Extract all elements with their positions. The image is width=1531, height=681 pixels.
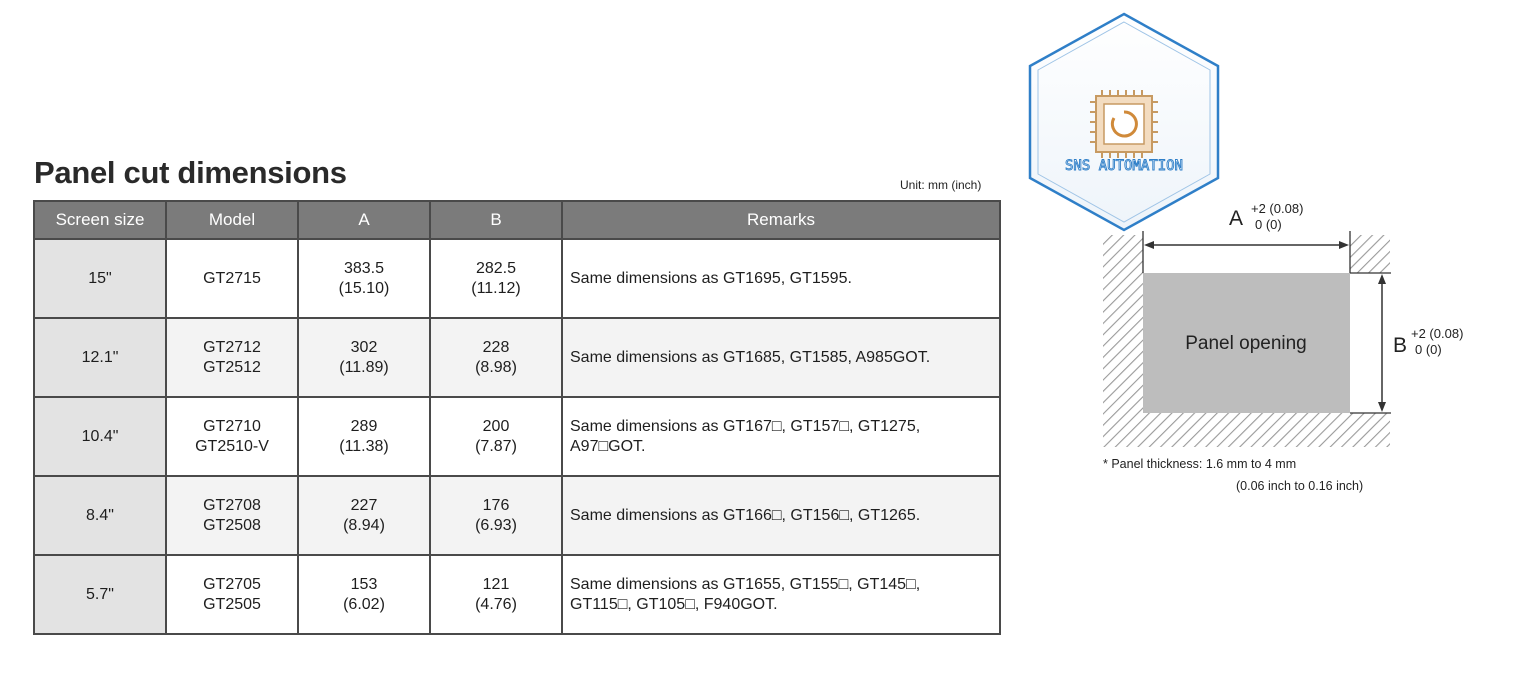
- panel-cut-table: Screen size Model A B Remarks 15" GT2715…: [33, 200, 1001, 635]
- cell-b: 176 (6.93): [429, 475, 563, 556]
- cell-screen-size: 5.7": [33, 554, 167, 635]
- table-header-row: Screen size Model A B Remarks: [33, 200, 1001, 240]
- col-header-remarks: Remarks: [561, 200, 1001, 240]
- logo-text: SNS AUTOMATION: [1065, 158, 1183, 174]
- cell-model: GT2705 GT2505: [165, 554, 299, 635]
- table-row: 5.7" GT2705 GT2505 153 (6.02) 121 (4.76)…: [33, 554, 1001, 635]
- chip-icon: [1090, 90, 1158, 158]
- cell-model: GT2715: [165, 238, 299, 319]
- cell-model: GT2710 GT2510-V: [165, 396, 299, 477]
- cell-b: 200 (7.87): [429, 396, 563, 477]
- col-header-b: B: [429, 200, 563, 240]
- cell-b: 121 (4.76): [429, 554, 563, 635]
- cell-remarks: Same dimensions as GT1695, GT1595.: [561, 238, 1001, 319]
- panel-thickness-note: * Panel thickness: 1.6 mm to 4 mm: [1103, 457, 1297, 471]
- cell-screen-size: 12.1": [33, 317, 167, 398]
- cell-remarks: Same dimensions as GT1655, GT155□, GT145…: [561, 554, 1001, 635]
- col-header-model: Model: [165, 200, 299, 240]
- cell-a: 153 (6.02): [297, 554, 431, 635]
- table-row: 12.1" GT2712 GT2512 302 (11.89) 228 (8.9…: [33, 317, 1001, 398]
- cell-remarks: Same dimensions as GT167□, GT157□, GT127…: [561, 396, 1001, 477]
- cell-model: GT2712 GT2512: [165, 317, 299, 398]
- table-row: 15" GT2715 383.5 (15.10) 282.5 (11.12) S…: [33, 238, 1001, 319]
- sns-automation-logo: SNS AUTOMATION: [1028, 12, 1220, 232]
- dimension-b-tolerance-zero: 0 (0): [1415, 342, 1442, 357]
- cell-a: 227 (8.94): [297, 475, 431, 556]
- cell-screen-size: 15": [33, 238, 167, 319]
- cell-screen-size: 8.4": [33, 475, 167, 556]
- cell-a: 289 (11.38): [297, 396, 431, 477]
- panel-opening-diagram: A +2 (0.08) 0 (0) Panel opening B +2 (0.…: [1103, 201, 1463, 447]
- cell-b: 228 (8.98): [429, 317, 563, 398]
- panel-thickness-note-inch: (0.06 inch to 0.16 inch): [1236, 479, 1364, 493]
- dimension-a-tolerance-zero: 0 (0): [1255, 217, 1282, 232]
- table-row: 8.4" GT2708 GT2508 227 (8.94) 176 (6.93)…: [33, 475, 1001, 556]
- col-header-a: A: [297, 200, 431, 240]
- panel-opening-label: Panel opening: [1185, 333, 1307, 354]
- cell-screen-size: 10.4": [33, 396, 167, 477]
- cell-remarks: Same dimensions as GT1685, GT1585, A985G…: [561, 317, 1001, 398]
- page-title: Panel cut dimensions: [34, 155, 347, 190]
- cell-b: 282.5 (11.12): [429, 238, 563, 319]
- dimension-a-label: A: [1229, 207, 1243, 230]
- cell-remarks: Same dimensions as GT166□, GT156□, GT126…: [561, 475, 1001, 556]
- dimension-b-tolerance-plus: +2 (0.08): [1411, 326, 1463, 341]
- col-header-screen-size: Screen size: [33, 200, 167, 240]
- dimension-b-label: B: [1393, 334, 1407, 357]
- cell-a: 383.5 (15.10): [297, 238, 431, 319]
- dimension-a-tolerance-plus: +2 (0.08): [1251, 201, 1303, 216]
- table-row: 10.4" GT2710 GT2510-V 289 (11.38) 200 (7…: [33, 396, 1001, 477]
- panel-opening-rect: [1143, 273, 1350, 413]
- cell-a: 302 (11.89): [297, 317, 431, 398]
- unit-note: Unit: mm (inch): [900, 178, 982, 192]
- cell-model: GT2708 GT2508: [165, 475, 299, 556]
